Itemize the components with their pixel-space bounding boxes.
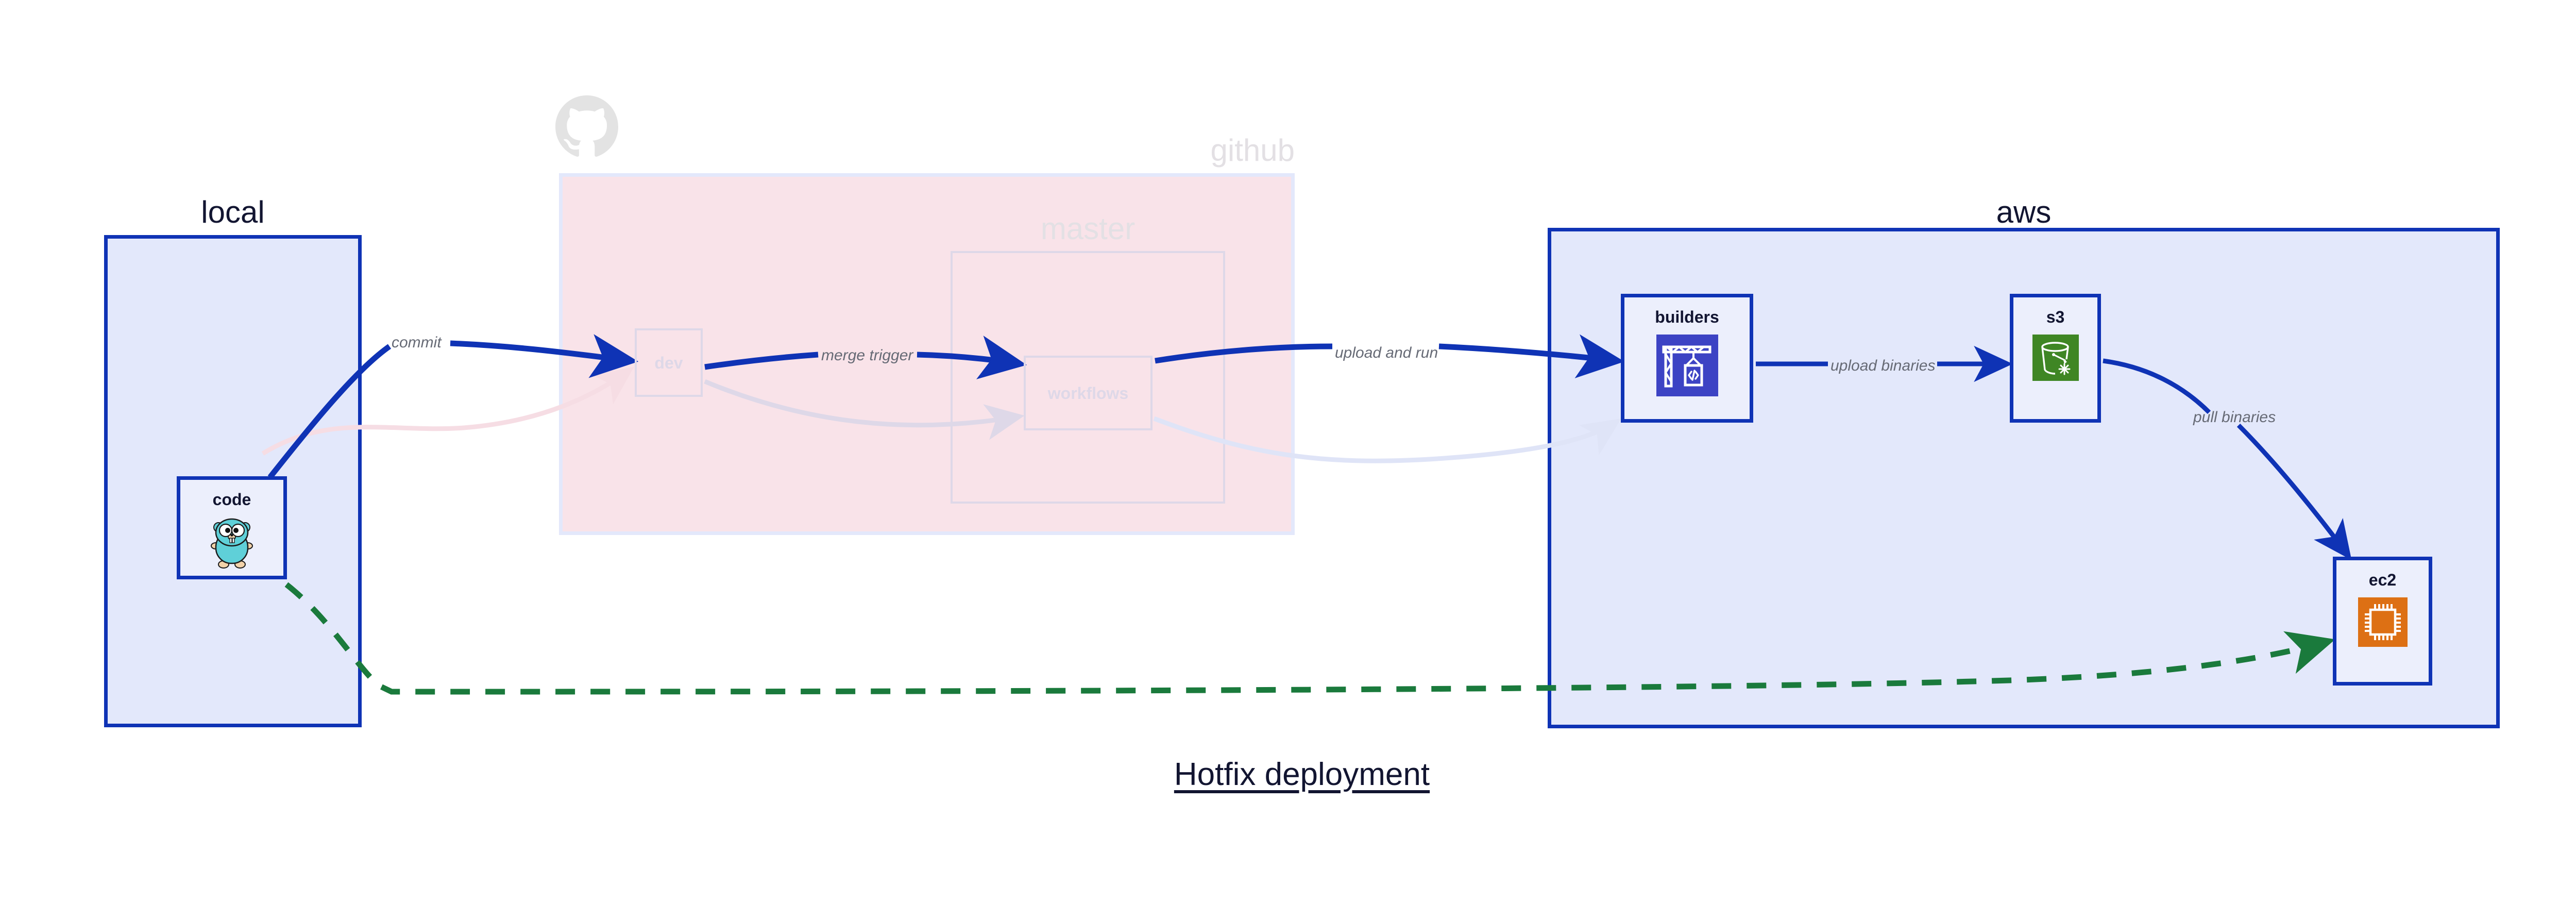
node-s3[interactable]: s3 [2010,294,2101,423]
node-code[interactable]: code [177,476,287,579]
group-master[interactable] [951,251,1225,504]
edge-commit[interactable] [267,334,639,479]
aws-codebuild-icon [1656,335,1718,399]
node-ec2[interactable]: ec2 [2333,557,2432,686]
edge-ghost-dev-to-workflows [704,379,1025,440]
node-label-s3: s3 [2046,308,2065,326]
group-label-aws: aws [1996,195,2052,229]
diagram-title: Hotfix deployment [1174,757,1430,792]
go-gopher-icon [210,517,254,571]
aws-ec2-chip-icon [2358,597,2408,649]
edge-ghost-code-to-dev [261,366,634,456]
edge-upload-and-run[interactable] [1155,334,1625,378]
group-label-master: master [1040,211,1136,246]
node-workflows[interactable]: workflows [1024,356,1153,430]
edge-hotfix-dashed[interactable] [284,582,2335,695]
group-label-github: github [1210,133,1295,168]
node-label-code: code [212,490,251,509]
edge-ghost-workflows-to-builders [1153,416,1621,463]
node-label-ec2: ec2 [2368,571,2397,589]
node-label-workflows: workflows [1047,383,1129,403]
edge-label-pull-binaries: pull binaries [2193,409,2276,426]
github-octocat-icon [555,95,618,158]
edge-label-merge-trigger: merge trigger [821,347,913,364]
edge-label-upload-and-run: upload and run [1335,344,1438,361]
edge-pull-binaries[interactable] [2103,358,2352,560]
edge-label-commit: commit [392,334,442,351]
node-label-builders: builders [1655,308,1719,326]
edge-merge-trigger[interactable] [704,336,1027,379]
aws-s3-glacier-icon [2032,335,2079,383]
node-label-dev: dev [654,353,683,372]
group-label-local: local [201,195,265,229]
edge-label-upload-binaries: upload binaries [1831,357,1936,374]
node-dev[interactable]: dev [635,328,703,397]
node-builders[interactable]: builders [1621,294,1753,423]
